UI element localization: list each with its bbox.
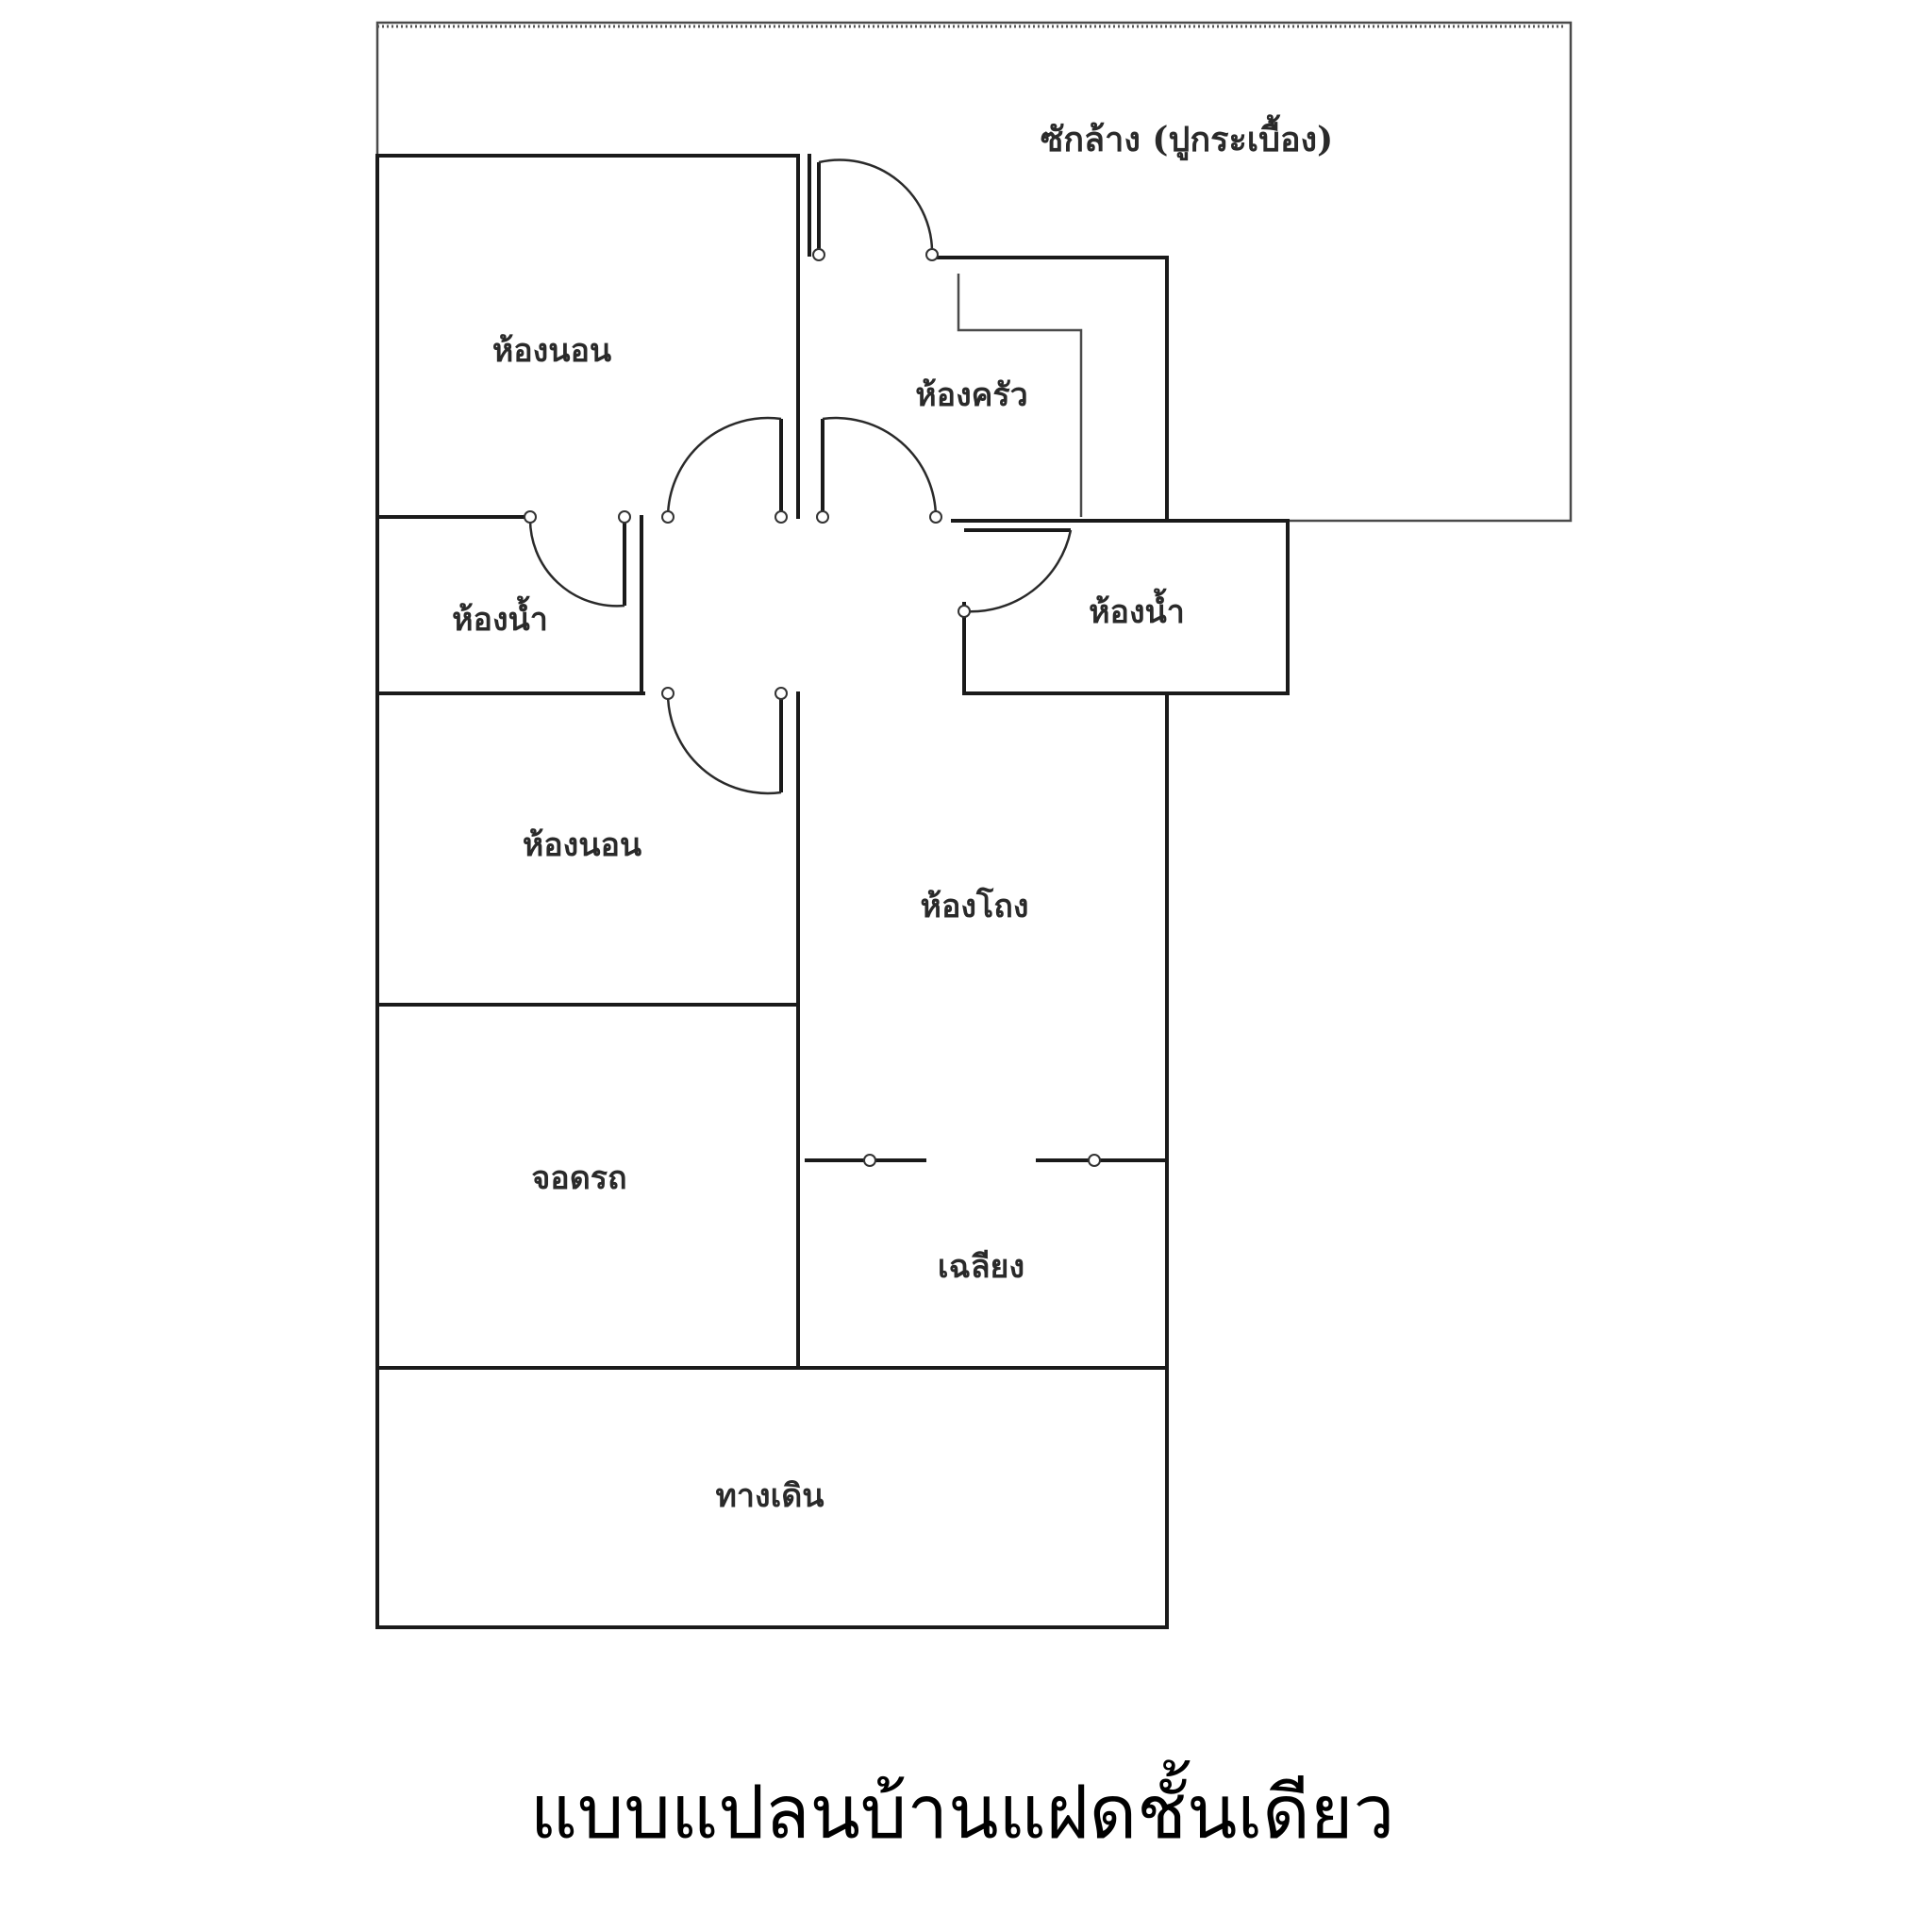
door-laundry (812, 158, 939, 261)
plan-title: แบบแปลนบ้านแฝดชั้นเดียว (530, 1759, 1395, 1856)
exterior-walls (375, 154, 1169, 1370)
porch-gate-hinge-right (1088, 1154, 1101, 1167)
room-label-bedroom-1: ห้องนอน (492, 332, 611, 370)
door-bedroom-2 (661, 687, 788, 795)
room-label-bathroom-left: ห้องน้ำ (452, 595, 548, 639)
interior-walls (375, 274, 1290, 1370)
room-label-bedroom-2: ห้องนอน (523, 826, 641, 864)
room-label-laundry: ซักล้าง (ปูกระเบื้อง) (1041, 114, 1333, 161)
door-kitchen (816, 416, 942, 524)
room-label-bathroom-right: ห้องน้ำ (1089, 588, 1185, 631)
room-label-walkway: ทางเดิน (715, 1477, 824, 1515)
laundry-area (375, 21, 1573, 523)
door-bedroom-1 (661, 416, 788, 524)
room-label-carport: จอดรถ (531, 1159, 626, 1197)
doors (524, 158, 1101, 1167)
walkway-outline (375, 1366, 1169, 1629)
room-label-kitchen: ห้องครัว (915, 376, 1028, 414)
door-bathroom-right (958, 528, 1073, 618)
room-label-hall: ห้องโถง (921, 887, 1029, 925)
door-bathroom-left (524, 510, 631, 608)
porch-gate-hinge-left (863, 1154, 876, 1167)
room-label-porch: เฉลียง (938, 1248, 1024, 1286)
